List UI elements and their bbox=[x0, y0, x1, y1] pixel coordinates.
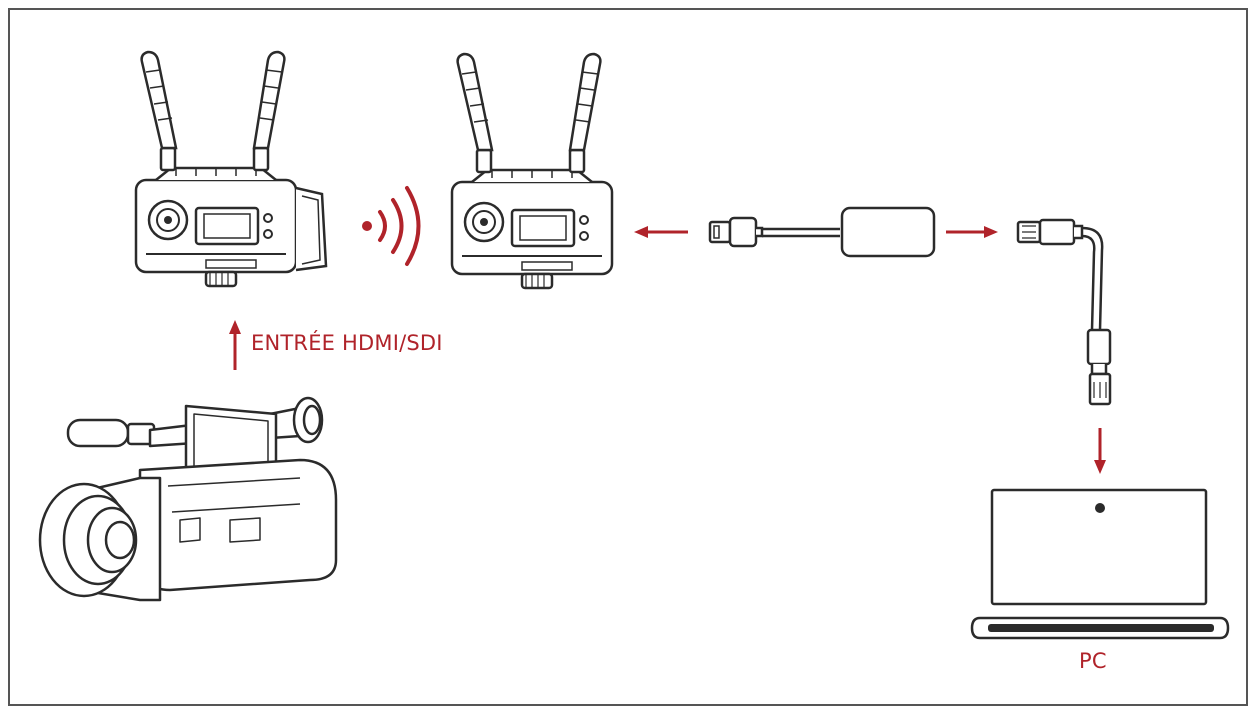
wireless-signal-icon bbox=[362, 186, 421, 266]
ethernet-plug-icon bbox=[1016, 218, 1112, 406]
wireless-transmitter-icon bbox=[134, 50, 328, 288]
arrow-to-transmitter bbox=[229, 320, 241, 370]
pc-label: PC bbox=[1079, 649, 1107, 673]
arrow-to-receiver bbox=[634, 226, 688, 238]
usb-ethernet-adapter-icon bbox=[708, 206, 936, 258]
arrow-to-ethernet bbox=[946, 226, 998, 238]
wireless-receiver-icon bbox=[450, 52, 614, 290]
diagram-frame bbox=[8, 8, 1248, 706]
arrow-to-pc bbox=[1094, 428, 1106, 474]
video-camera-icon bbox=[38, 396, 338, 602]
input-label: ENTRÉE HDMI/SDI bbox=[251, 331, 443, 355]
laptop-icon bbox=[970, 488, 1230, 640]
